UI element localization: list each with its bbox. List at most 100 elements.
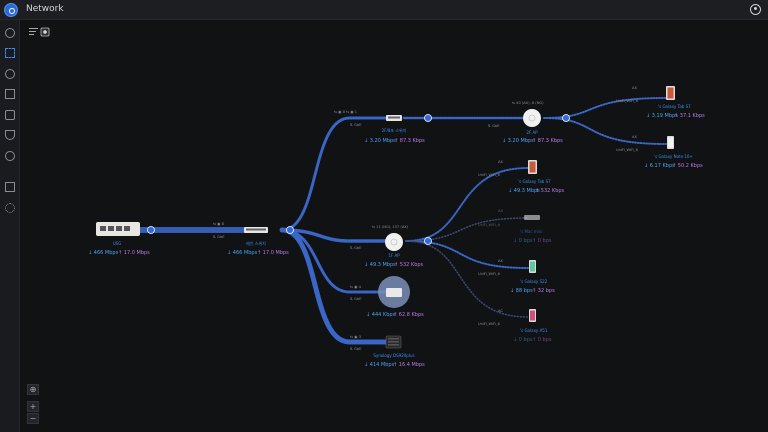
upload-rate: ↑ 32 bps	[532, 288, 555, 294]
upload-rate: ↑ 0 bps	[532, 238, 552, 244]
app-logo-icon[interactable]	[4, 3, 18, 17]
upload-rate: ↑ 0 bps	[532, 337, 552, 343]
download-rate: ↓ 3.20 Mbps	[364, 138, 396, 144]
download-rate: ↓ 466 Mbps	[88, 250, 119, 256]
download-rate: ↓ 3.19 Mbps	[646, 113, 678, 119]
gateway-device[interactable]	[96, 222, 140, 236]
pc-device[interactable]	[378, 276, 410, 308]
client-name: 's Galaxy Note 10+	[654, 154, 693, 159]
client-name: 's Galaxy A51	[520, 328, 548, 333]
floor1-ap-device[interactable]	[385, 233, 403, 251]
zoom-out-button[interactable]: −	[27, 413, 39, 424]
link-ap2-c1	[543, 97, 667, 119]
upload-rate: ↑ 87.3 Kbps	[532, 138, 563, 144]
client-ssid: UniFi_WiFi_6	[478, 322, 501, 326]
center-view-button[interactable]: ⊕	[27, 384, 39, 395]
client-band: AX	[632, 135, 637, 139]
download-rate: ↓ 6.17 Kbps	[644, 163, 675, 169]
link-ap1-c6	[405, 240, 529, 318]
device-meta: ⇆ ▣ 4	[350, 285, 362, 289]
filter-icon[interactable]	[29, 28, 38, 35]
device-name: 1F AP	[388, 253, 400, 258]
device-name: 메인 스위치	[246, 240, 266, 246]
client-ssid: UniFi_WiFi_6	[478, 223, 501, 227]
link-junction[interactable]	[562, 114, 570, 122]
phone-client[interactable]	[667, 136, 674, 149]
client-ssid: UniFi_WiFi_6	[616, 99, 639, 103]
upload-rate: ↑ 62.8 Kbps	[393, 312, 424, 318]
main-switch-device[interactable]	[244, 227, 268, 233]
topology-canvas[interactable]: USG ↓ 466 Mbps ↑ 17.0 Mbps ⇆ ▣ 8 ⇅ GbE 메…	[20, 20, 768, 432]
events-icon[interactable]	[5, 151, 15, 161]
device-meta: ⇆ 40 (AX), 6 (NG)	[512, 101, 544, 105]
link-sw1-sw2	[280, 116, 395, 232]
link-junction[interactable]	[424, 114, 432, 122]
device-meta: ⇆ ▣ 8 ⇆ ▣ 1	[334, 110, 357, 114]
client-name: 's Galaxy S22	[520, 279, 548, 284]
nas-device[interactable]	[385, 335, 402, 349]
download-rate: ↓ 49.3 Mbps	[364, 262, 396, 268]
client-band: AX	[632, 86, 637, 90]
link-ap1-c5	[405, 240, 529, 269]
download-rate: ↓ 0 bps	[513, 238, 533, 244]
download-rate: ↓ 49.3 Mbps	[508, 188, 540, 194]
zoom-in-button[interactable]: +	[27, 401, 39, 412]
download-rate: ↓ 444 Kbps	[366, 312, 396, 318]
statistics-icon[interactable]	[5, 89, 15, 99]
link-junction[interactable]	[424, 237, 432, 245]
download-rate: ↓ 3.20 Mbps	[502, 138, 534, 144]
topology-icon[interactable]	[5, 48, 15, 58]
floor2-switch-device[interactable]	[386, 115, 402, 121]
floor2-ap-device[interactable]	[523, 109, 541, 127]
client-band: AC	[498, 309, 503, 313]
dashboard-icon[interactable]	[5, 28, 15, 38]
client-name: 's Mac mini	[520, 229, 542, 234]
page-title: Network	[26, 4, 64, 14]
client-ssid: UniFi_WiFi_6	[478, 173, 501, 177]
client-name: 's Galaxy Tab S7	[518, 179, 551, 184]
device-meta: ⇅ GbE	[350, 123, 362, 127]
client-name: 's Galaxy Tab S7	[658, 104, 691, 109]
upload-rate: ↑ 50.2 Kbps	[672, 163, 703, 169]
client-band: AX	[498, 209, 503, 213]
device-meta: ⇅ GbE	[350, 347, 362, 351]
clients-icon[interactable]	[5, 69, 15, 79]
download-rate: ↓ 414 Mbps	[364, 362, 395, 368]
link-ap1-c4	[405, 217, 529, 242]
tablet-client[interactable]	[528, 160, 537, 174]
phone-client[interactable]	[529, 260, 536, 273]
desktop-client[interactable]	[524, 215, 540, 220]
upload-rate: ↑ 87.3 Kbps	[394, 138, 425, 144]
upload-rate: ↑ 37.1 Kbps	[674, 113, 705, 119]
device-meta: ⇅ GbE	[213, 235, 225, 239]
phone-client[interactable]	[529, 309, 536, 322]
device-meta: ⇅ GbE	[350, 246, 362, 250]
top-bar: Network	[0, 0, 768, 20]
upload-rate: ↑ 532 Kbps	[535, 188, 565, 194]
device-name: USG	[113, 241, 122, 246]
link-junction[interactable]	[286, 226, 294, 234]
link-junction[interactable]	[147, 226, 155, 234]
devices-icon[interactable]	[5, 110, 15, 120]
upload-rate: ↑ 16.4 Mbps	[393, 362, 425, 368]
device-meta: ⇆ ▣ 3	[350, 335, 361, 339]
user-account-icon[interactable]	[750, 4, 761, 15]
topology-graph[interactable]: USG ↓ 466 Mbps ↑ 17.0 Mbps ⇆ ▣ 8 ⇅ GbE 메…	[20, 20, 768, 432]
sidebar	[0, 20, 20, 432]
link-ap2-c2	[543, 117, 667, 145]
device-meta: ⇅ GbE	[488, 124, 500, 128]
tablet-client[interactable]	[666, 86, 675, 100]
link-sw1-nas	[279, 227, 395, 345]
upload-rate: ↑ 532 Kbps	[394, 262, 424, 268]
download-rate: ↓ 466 Mbps	[227, 250, 258, 256]
toggle-dot	[43, 30, 47, 34]
settings-icon[interactable]	[5, 203, 15, 213]
client-band: AX	[498, 259, 503, 263]
link-ap1-c3	[405, 167, 529, 242]
download-rate: ↓ 0 bps	[513, 337, 533, 343]
device-meta: ⇆ ▣ 8	[213, 222, 225, 226]
insights-icon[interactable]	[5, 130, 15, 140]
notes-icon[interactable]	[5, 182, 15, 192]
upload-rate: ↑ 17.0 Mbps	[257, 250, 289, 256]
device-meta: ⇅ GbE	[350, 297, 362, 301]
